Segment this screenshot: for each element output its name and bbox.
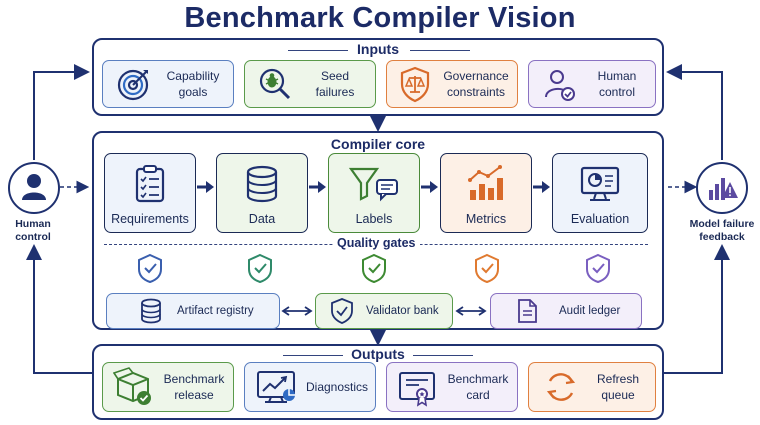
output-card-refresh-queue[interactable]: Refresh queue xyxy=(528,362,656,412)
inputs-rule-left xyxy=(288,50,348,51)
shield-scales-icon xyxy=(400,66,430,103)
shield-check-icon xyxy=(362,253,386,284)
input-card-governance[interactable]: Governance constraints xyxy=(386,60,518,108)
document-icon xyxy=(518,299,537,323)
model-failure-node xyxy=(696,162,748,214)
compiler-core-heading: Compiler core xyxy=(330,136,426,152)
shield-check-icon xyxy=(475,253,499,284)
user-check-icon xyxy=(545,70,575,101)
output-card-benchmark-release[interactable]: Benchmark release xyxy=(102,362,234,412)
human-control-node xyxy=(8,162,60,214)
stage-label: Data xyxy=(248,212,276,226)
left-loop-to-inputs-arrow xyxy=(33,64,90,160)
person-icon xyxy=(22,174,46,200)
shield-check-icon xyxy=(248,253,272,284)
page-title: Benchmark Compiler Vision xyxy=(184,2,576,34)
input-card-label: Capability goals xyxy=(166,69,220,99)
validator-bank-card[interactable]: Validator bank xyxy=(315,293,453,329)
registry-label: Artifact registry xyxy=(177,305,254,317)
input-card-seed-failures[interactable]: Seed failures xyxy=(244,60,376,108)
stage-arrow xyxy=(206,181,214,193)
bar-trend-icon xyxy=(468,165,503,200)
outputs-heading: Outputs xyxy=(351,346,405,362)
clipboard-checklist-icon xyxy=(135,165,165,203)
stage-arrow xyxy=(542,181,550,193)
inputs-rule-right xyxy=(410,50,470,51)
box-check-icon xyxy=(113,367,151,405)
artifact-registry-card[interactable]: Artifact registry xyxy=(106,293,280,329)
input-card-capability-goals[interactable]: Capability goals xyxy=(102,60,234,108)
inputs-heading: Inputs xyxy=(357,41,399,57)
target-icon xyxy=(117,69,149,101)
input-card-human-control[interactable]: Human control xyxy=(528,60,656,108)
refresh-icon xyxy=(546,373,576,401)
stage-requirements[interactable]: Requirements xyxy=(104,153,196,233)
stage-data[interactable]: Data xyxy=(216,153,308,233)
stage-arrow xyxy=(318,181,326,193)
registry-label: Audit ledger xyxy=(559,305,621,317)
database-icon xyxy=(246,165,278,203)
bidirectional-arrow xyxy=(455,306,487,316)
bug-magnifier-icon xyxy=(259,68,291,100)
chart-alert-icon xyxy=(709,178,738,200)
stage-evaluation[interactable]: Evaluation xyxy=(552,153,648,233)
database-icon xyxy=(141,298,161,324)
outputs-rule-left xyxy=(283,355,343,356)
certificate-icon xyxy=(399,372,435,407)
input-card-label: Human control xyxy=(597,69,637,99)
stage-arrow xyxy=(430,181,438,193)
output-card-label: Diagnostics xyxy=(305,380,369,394)
human-control-label: Human control xyxy=(15,218,51,243)
funnel-chat-icon xyxy=(348,167,398,202)
quality-gates-label: Quality gates xyxy=(333,236,420,250)
shield-check-icon xyxy=(331,298,353,324)
monitor-chart-icon xyxy=(580,166,620,201)
output-card-label: Benchmark release xyxy=(163,372,225,402)
stage-metrics[interactable]: Metrics xyxy=(440,153,532,233)
stage-label: Evaluation xyxy=(570,212,630,226)
registry-label: Validator bank xyxy=(366,305,439,317)
stage-labels[interactable]: Labels xyxy=(328,153,420,233)
stage-label: Metrics xyxy=(465,212,507,226)
input-card-label: Governance constraints xyxy=(443,69,509,99)
shield-check-icon xyxy=(586,253,610,284)
stage-label: Labels xyxy=(355,212,393,226)
outputs-rule-right xyxy=(413,355,473,356)
output-card-label: Benchmark card xyxy=(447,372,509,402)
output-card-diagnostics[interactable]: Diagnostics xyxy=(244,362,376,412)
stage-label: Requirements xyxy=(111,212,189,226)
right-loop-up-arrow xyxy=(664,244,730,374)
bidirectional-arrow xyxy=(281,306,313,316)
input-card-label: Seed failures xyxy=(315,69,355,99)
audit-ledger-card[interactable]: Audit ledger xyxy=(490,293,642,329)
output-card-benchmark-card[interactable]: Benchmark card xyxy=(386,362,518,412)
monitor-trend-icon xyxy=(257,371,295,403)
right-loop-to-inputs-arrow xyxy=(666,64,723,160)
shield-check-icon xyxy=(138,253,162,284)
left-loop-up-arrow xyxy=(26,244,92,374)
model-failure-label: Model failure feedback xyxy=(689,218,755,243)
output-card-label: Refresh queue xyxy=(596,372,640,402)
